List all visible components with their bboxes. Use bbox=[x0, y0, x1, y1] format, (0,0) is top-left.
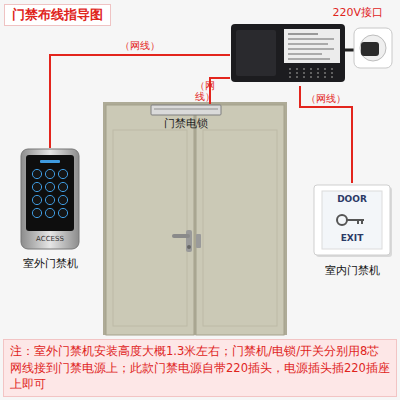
device-label: 室外门禁机 bbox=[12, 257, 88, 271]
cable-label: （网线） bbox=[120, 40, 160, 52]
door-leaf bbox=[106, 105, 194, 335]
button-text: DOOR bbox=[312, 194, 392, 205]
exit-button-wrap: DOOR EXIT bbox=[312, 183, 392, 257]
note-caption: 注：室外门禁机安装高度大概1.3米左右；门禁机/电锁/开关分别用8芯网线接到门禁… bbox=[3, 339, 397, 397]
door-handle bbox=[172, 234, 190, 238]
door-handle-plate bbox=[196, 234, 201, 248]
door-leaf bbox=[196, 105, 284, 335]
exit-button: DOOR EXIT 室内门禁机 bbox=[310, 183, 394, 278]
cable-label: （网线） bbox=[195, 80, 205, 102]
lock-label: 门禁电锁 bbox=[150, 117, 222, 131]
device-label: 室内门禁机 bbox=[310, 264, 394, 278]
door-panel bbox=[113, 130, 187, 326]
power-supply: 220V接口 bbox=[230, 6, 395, 86]
electric-lock: 门禁电锁 bbox=[150, 104, 222, 131]
door-keyhole bbox=[187, 245, 191, 249]
diagram-title: 门禁布线指导图 bbox=[4, 4, 111, 26]
cable-label: （网线） bbox=[306, 93, 346, 105]
device-brand: ACCESS bbox=[20, 235, 80, 244]
keypad-device bbox=[20, 148, 80, 250]
outdoor-keypad: ACCESS 室外门禁机 bbox=[12, 148, 88, 271]
network-cable bbox=[210, 78, 230, 104]
electric-lock bbox=[150, 104, 222, 116]
door-frame bbox=[103, 102, 287, 335]
power-supply-box-wrap bbox=[230, 20, 395, 86]
network-cable bbox=[300, 86, 352, 183]
keypad-device-wrap: ACCESS bbox=[20, 148, 80, 250]
network-cable bbox=[50, 55, 230, 148]
door-handle-plate bbox=[186, 230, 192, 252]
door-panel bbox=[203, 130, 277, 326]
power-supply-box bbox=[230, 20, 395, 86]
electric-lock-wrap bbox=[150, 104, 222, 116]
port-label: 220V接口 bbox=[230, 6, 395, 20]
button-text: EXIT bbox=[312, 233, 392, 244]
